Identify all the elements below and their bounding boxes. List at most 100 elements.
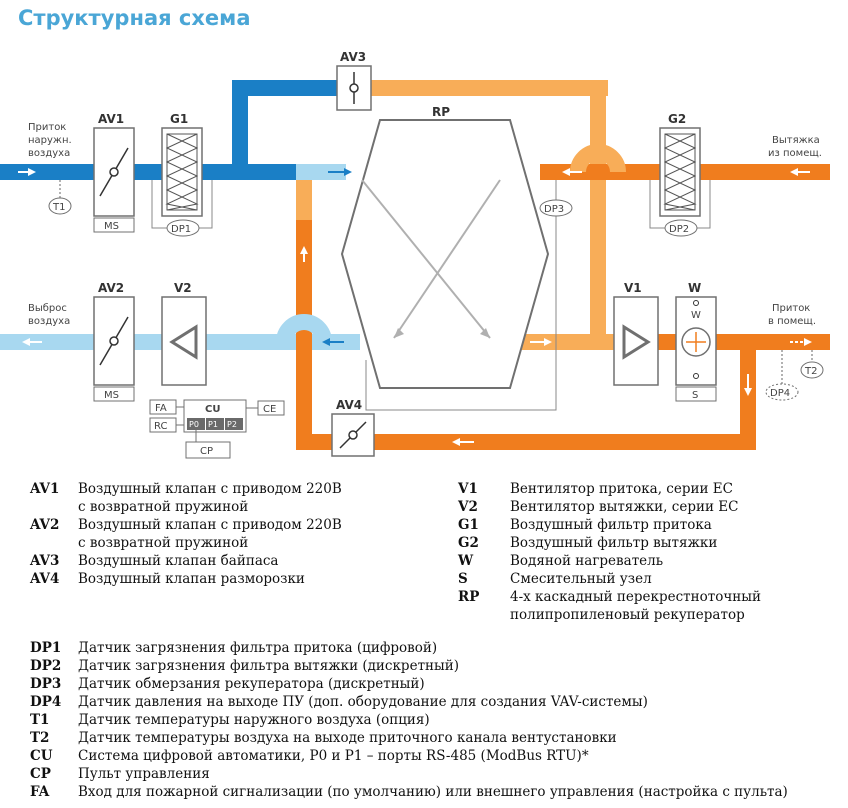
arrow-supply-light xyxy=(544,338,552,346)
box-ce xyxy=(257,400,285,416)
duct-supply-light xyxy=(520,334,620,350)
legend-desc: Воздушный фильтр притока xyxy=(510,517,712,533)
damper-av2 xyxy=(93,296,135,386)
flow-exhaust-2: из помещ. xyxy=(768,148,822,159)
label-av4: AV4 xyxy=(336,398,362,412)
legend-code: DP4 xyxy=(30,694,62,710)
flow-exhaust-1: Вытяжка xyxy=(772,135,820,146)
rp-flow-line-1 xyxy=(361,179,491,339)
label-p2: P2 xyxy=(227,420,237,429)
duct-bypass-top-orange xyxy=(368,80,608,96)
structure-diagram: RP MS AV1 G1 DP1 T1 Приток наружн. возду… xyxy=(0,50,830,459)
legend-code: V2 xyxy=(458,499,478,515)
flow-supply-2: в помещ. xyxy=(768,316,816,327)
duct-bypass-top-blue xyxy=(232,80,342,96)
label-rc: RC xyxy=(154,421,167,432)
label-g2: G2 xyxy=(668,112,686,126)
label-v1: V1 xyxy=(624,281,642,295)
legend-row-cu: CU Система цифровой автоматики, P0 и P1 –… xyxy=(30,747,840,765)
arrow-rp-out xyxy=(322,338,330,346)
label-ms-2: MS xyxy=(104,390,119,401)
dp1-line-2 xyxy=(198,180,213,229)
sensor-dp4 xyxy=(765,383,799,401)
legend-desc: Воздушный фильтр вытяжки xyxy=(510,535,718,551)
legend-row-av4: AV4 Воздушный клапан разморозки xyxy=(30,570,430,588)
legend-desc: Пульт управления xyxy=(78,766,210,782)
sensor-dp1 xyxy=(166,219,200,237)
legend-code: S xyxy=(458,571,468,587)
recuperator-rp xyxy=(340,119,550,389)
label-dp3: DP3 xyxy=(544,204,564,215)
label-ms-1: MS xyxy=(104,221,119,232)
dp2-line-2 xyxy=(696,180,711,229)
duct-crossover-left xyxy=(276,314,332,343)
g1-frame xyxy=(166,133,198,211)
g2-pleats xyxy=(663,133,697,211)
legend-code: CU xyxy=(30,748,53,764)
w-dot-bottom xyxy=(693,373,699,379)
dp3-line-2 xyxy=(365,216,557,411)
flow-discharge-1: Выброс xyxy=(28,303,67,314)
box-s xyxy=(675,386,717,402)
legend-row-fa: FA Вход для пожарной сигнализации (по умо… xyxy=(30,783,840,801)
box-cp xyxy=(185,441,231,459)
rp-flow-line-2 xyxy=(393,179,501,339)
legend-code: DP2 xyxy=(30,658,62,674)
g2-frame xyxy=(664,133,696,211)
sensor-t1 xyxy=(48,197,72,215)
arrow-discharge xyxy=(22,338,30,346)
legend-code: FA xyxy=(30,784,50,800)
duct-bypass-vertical xyxy=(232,80,248,172)
flow-inlet-2: наружн. xyxy=(28,135,72,146)
box-ms-1 xyxy=(93,217,135,233)
legend-code: AV2 xyxy=(30,517,60,533)
label-g1: G1 xyxy=(170,112,188,126)
label-s: S xyxy=(692,390,698,401)
label-fa: FA xyxy=(155,403,167,414)
port-p0 xyxy=(187,418,205,430)
legend-desc: Воздушный клапан разморозки xyxy=(78,571,305,587)
g1-pleats-2 xyxy=(165,133,199,211)
legend-desc: Датчик загрязнения фильтра притока (цифр… xyxy=(78,640,438,656)
legend-code: T2 xyxy=(30,730,50,746)
label-w-small: W xyxy=(691,310,701,321)
port-p2 xyxy=(225,418,243,430)
duct-blue-to-rp xyxy=(296,164,346,180)
arrow-up-defrost xyxy=(300,246,308,254)
label-cu: CU xyxy=(205,404,220,415)
page-title: Структурная схема xyxy=(18,6,251,30)
legend-row-g2: G2 Воздушный фильтр вытяжки xyxy=(458,534,838,552)
legend-desc: Вентилятор вытяжки, серии EC xyxy=(510,499,739,515)
v2-symbol xyxy=(169,324,198,360)
g1-pleats xyxy=(165,133,199,211)
duct-defrost-bottom xyxy=(296,434,756,450)
flow-supply-1: Приток xyxy=(772,303,810,314)
label-av3: AV3 xyxy=(340,50,366,64)
arrow-down-right xyxy=(744,388,752,396)
dp1-line xyxy=(151,180,168,229)
legend-desc: Вход для пожарной сигнализации (по умолч… xyxy=(78,784,788,800)
arrow-intake xyxy=(28,168,36,176)
legend-code: G2 xyxy=(458,535,479,551)
legend-row-dp2: DP2 Датчик загрязнения фильтра вытяжки (д… xyxy=(30,657,840,675)
duct-defrost-top xyxy=(296,180,312,220)
legend-desc: Система цифровой автоматики, P0 и P1 – п… xyxy=(78,748,589,764)
arrow-exhaust-to-rp xyxy=(562,168,570,176)
legend-code: AV4 xyxy=(30,571,60,587)
filter-g2 xyxy=(659,127,701,217)
legend-desc: Датчик загрязнения фильтра вытяжки (диск… xyxy=(78,658,460,674)
label-p0: P0 xyxy=(189,420,199,429)
label-rp: RP xyxy=(432,105,450,119)
sensor-dp2 xyxy=(664,219,698,237)
dp2-line xyxy=(649,180,666,229)
